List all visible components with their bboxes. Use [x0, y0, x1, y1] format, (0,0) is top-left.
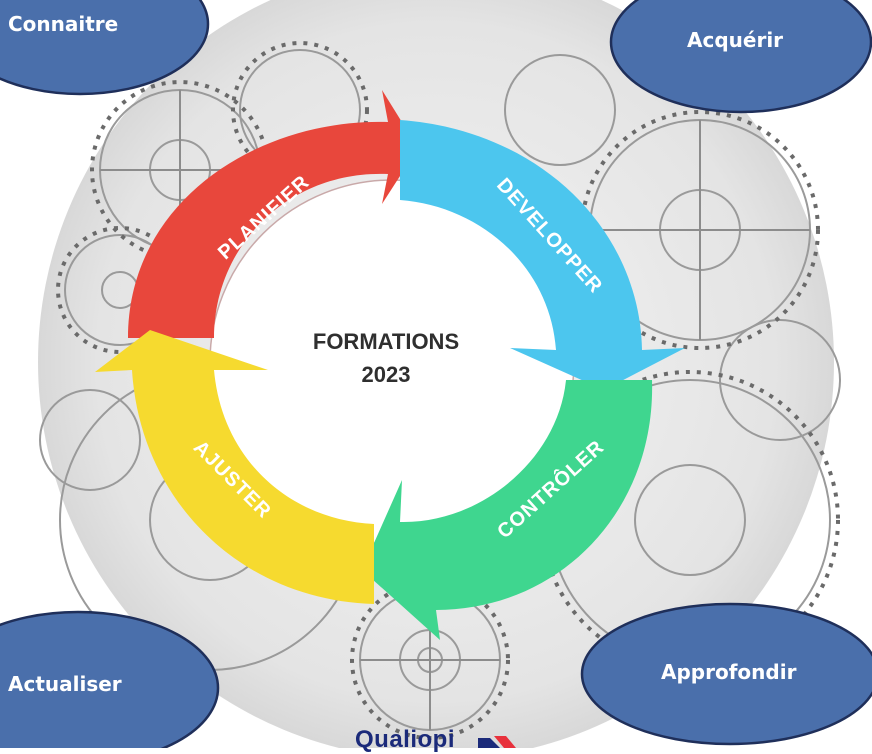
- center-title: FORMATIONS 2023: [236, 325, 536, 391]
- bubble-top-left: [0, 0, 210, 96]
- bubble-top-right: [609, 0, 872, 114]
- step-ajuster-arrow: [95, 330, 374, 604]
- step-planifier-arrow: [128, 90, 418, 338]
- step-controler-arrow: [362, 380, 653, 640]
- bubble-label-actualiser: Actualiser: [8, 672, 122, 696]
- bubble-label-approfondir: Approfondir: [661, 660, 797, 684]
- bubble-bottom-right: [580, 602, 872, 746]
- bubble-bottom-left: [0, 610, 220, 748]
- bubble-label-acquerir: Acquérir: [687, 28, 784, 52]
- qualiopi-logo-icon: [478, 736, 516, 748]
- bubble-label-connaitre: Connaitre: [8, 12, 119, 36]
- center-title-line2: 2023: [361, 362, 411, 387]
- qualiopi-logo-text: Qualiopi: [355, 726, 455, 753]
- step-developper-arrow: [400, 120, 685, 390]
- center-title-line1: FORMATIONS: [312, 329, 460, 354]
